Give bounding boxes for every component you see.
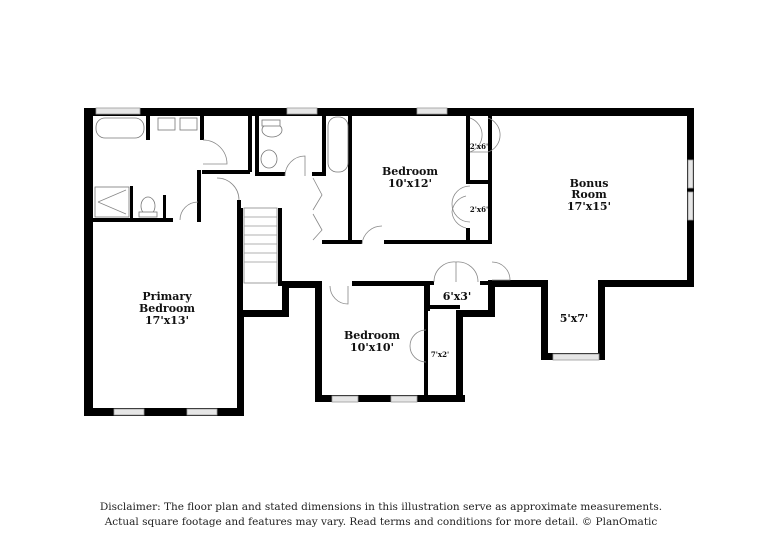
window [552,353,600,361]
fixtures [94,116,349,218]
primary-bedroom-name-1: Primary [142,290,192,303]
doors [179,117,511,363]
walls [84,108,694,416]
shower-icon [94,186,130,218]
window [390,395,418,403]
stairs [243,207,278,284]
windows [95,107,694,416]
bathtub-icon [95,117,145,139]
bathtub-icon [327,116,349,173]
disclaimer-line-2: Actual square footage and features may v… [104,516,658,528]
bedroom-2-dimensions: 10'x10' [350,341,394,354]
bonus-room-name-2: Room [571,188,607,201]
window [113,408,145,416]
sink-icon [157,117,176,131]
disclaimer-line-1: Disclaimer: The floor plan and stated di… [99,501,663,513]
window [687,191,694,221]
window [687,159,694,189]
room-labels: Primary Bedroom 17'x13' Bedroom 10'x12' … [139,142,611,359]
closet-bedroom2-dimensions: 7'x2' [431,350,449,359]
closet-hall-dimensions: 6'x3' [443,290,472,303]
interior-walls [93,116,492,396]
window [286,107,318,115]
closet-upper-dimensions: 2'x6' [470,142,488,151]
bonus-room-name-1: Bonus [570,177,609,190]
bedroom-1-name: Bedroom [382,165,438,178]
sink-icon [179,117,198,131]
bonus-room-dimensions: 17'x15' [567,200,611,213]
sink-icon [260,149,278,169]
window [331,395,359,403]
bedroom-1-dimensions: 10'x12' [388,177,432,190]
window [416,107,448,115]
closet-lower-dimensions: 2'x6' [470,205,488,214]
bedroom-2-name: Bedroom [344,329,400,342]
primary-bedroom-dimensions: 17'x13' [145,314,189,327]
primary-bedroom-name-2: Bedroom [139,302,195,315]
window [186,408,218,416]
bonus-nook-dimensions: 5'x7' [560,312,589,325]
window [95,107,141,115]
